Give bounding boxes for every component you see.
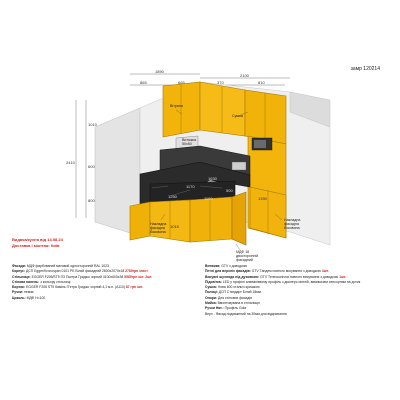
spec-row: Опори: Для стінових фасадів: [205, 296, 395, 301]
dim-height-upper: 1010: [88, 122, 97, 127]
dim-top-right-total: 2100: [240, 73, 249, 78]
callout-left-filler-line: боковина: [150, 230, 166, 234]
dim-counter-3: 1250: [168, 194, 177, 199]
spec-price: 2785грн /лист: [125, 269, 148, 274]
spec-value: Нова 600 сталь/з кришкою: [217, 285, 260, 290]
spec-value: LED у профілі алюмінієвому профіль з дис…: [222, 279, 361, 284]
callout-right-filler: Накладна фасадна боковина: [284, 218, 300, 230]
spec-key: Стільниця:: [12, 274, 31, 279]
dim-top-left-b: 665: [178, 80, 185, 85]
spec-key: Бортик:: [12, 285, 26, 290]
spec-row: Полиці: ДСП Стандарт Білий 18мм: [205, 290, 395, 295]
callout-shelf: Вітрина: [170, 104, 183, 108]
spec-key: Опори:: [205, 295, 218, 300]
spec-row: Петлі для верхніх фасадів: GTV Тандем по…: [205, 269, 395, 274]
callout-right-filler-line: фасадна: [284, 222, 299, 226]
spec-value: ДСП Egger/Kronospan 0101 PE Білий фасадн…: [26, 269, 126, 274]
spec-key: Витяжка:: [205, 264, 221, 268]
spec-row: Ручки Нат.: Профіль Gola: [205, 306, 395, 311]
spec-price: 3шт.: [321, 269, 329, 274]
spec-row: Бортик: EGGER F206 ST9 Камінь П'єтра Гри…: [12, 285, 202, 290]
dim-counter-4: 1190: [204, 196, 213, 201]
dim-height-lower: 800: [88, 198, 95, 203]
callout-dryer: Сушка: [232, 114, 243, 118]
callout-left-filler: Накладна фасадна боковина: [150, 222, 166, 234]
dim-counter-2: 1630: [208, 176, 217, 181]
callout-hood-text: Витяжка 50x50: [182, 138, 197, 146]
callout-hood: Витяжка 50x50: [182, 138, 196, 146]
spec-key: Висувні шухляди під духовкою:: [205, 274, 260, 279]
spec-value: EGGER F206/ST9 ПЗ Пьєтра Гриджо чорний 4…: [31, 274, 125, 279]
dim-top-total-left: 1890: [155, 69, 164, 74]
delivery-place: Доставка і монтаж: Київ: [12, 243, 60, 248]
spec-key: Підсвітка:: [205, 279, 222, 284]
upper-cabinets: [162, 81, 287, 145]
spec-value: немає: [23, 290, 34, 295]
callout-right-filler-line: боковина: [284, 226, 300, 230]
spec-row: Стільниця: EGGER F206/ST9 ПЗ Пьєтра Грид…: [12, 275, 202, 280]
callout-mdf-panel: МДФ 18 двосторонній фасадний: [236, 250, 258, 262]
spec-key: Петлі для верхніх фасадів:: [205, 269, 251, 274]
spec-key: Полиці:: [205, 290, 218, 295]
callout-lines: [160, 109, 283, 251]
spec-value: Вмонтовувана в стільницю: [217, 301, 260, 306]
dim-top-right-b: 810: [258, 80, 265, 85]
callout-left-filler-line: фасадна: [150, 226, 165, 230]
sink: [231, 161, 247, 171]
spec-row: Верх - Фасад подовжений на 30мм для відк…: [205, 312, 395, 317]
spec-value: EGGER F206 ST9 Камінь П'єтра Гриджо чорн…: [26, 285, 126, 290]
spec-value: Верх - Фасад подовжений на 30мм для відк…: [205, 311, 287, 316]
dim-top-left-a: 865: [140, 80, 147, 85]
spec-value: Профіль Gola: [224, 306, 247, 311]
spec-row: Витяжка: GTV з доводкою: [205, 264, 395, 269]
spec-list-left: Фасади: МДФ фарбований матовий односторо…: [12, 264, 202, 301]
mdf-side-panel: [231, 191, 247, 246]
spec-key: Фасади:: [12, 264, 26, 268]
dim-counter-1: 1170: [186, 184, 195, 189]
spec-value: з кольору стільниці: [40, 279, 71, 284]
spec-key: Корпус:: [12, 269, 26, 274]
spec-price: 5585грн /шт. 2шт.: [124, 274, 153, 279]
spec-row: Корпус: ДСП Egger/Kronospan 0101 PE Біли…: [12, 269, 202, 274]
spec-value: GTV Тандем повного висування з доводкою: [251, 269, 322, 274]
spec-row: Висувні шухляди під духовкою: GTV Телеск…: [205, 275, 395, 280]
spec-key: Мийка:: [205, 301, 217, 306]
spec-price: 1шт.: [339, 274, 347, 279]
spec-key: Цоколь:: [12, 295, 26, 300]
dim-panel-b: 1015: [170, 224, 179, 229]
spec-value: ДСП Стандарт Білий 18мм: [218, 290, 261, 295]
spec-row: Фасади: МДФ фарбований матовий односторо…: [12, 264, 202, 269]
spec-value: Для стінових фасадів: [218, 295, 252, 300]
spec-value: МДФ Н=100: [26, 295, 46, 300]
spec-key: Стінова панель:: [12, 279, 40, 284]
spec-key: Сушка:: [205, 285, 217, 290]
callout-right-filler-line: Накладна: [284, 218, 301, 222]
callout-left-filler-line: Накладна: [150, 222, 167, 226]
lower-cabinets: [129, 186, 287, 246]
spec-value: GTV з доводкою: [221, 264, 248, 268]
callout-mdf-panel-line: МДФ 18: [236, 250, 250, 254]
spec-key: Ручки Нат.:: [205, 306, 224, 311]
spec-key: Ручки:: [12, 290, 24, 295]
spec-value: GTV Телескопічна повного висування з дов…: [260, 274, 340, 279]
order-number: замр 120214: [350, 66, 380, 72]
dim-height-total: 2410: [66, 160, 75, 165]
delivery-date: Видача/кухня від 14.08.24: [12, 237, 63, 242]
spec-value: МДФ фарбований матовий односторонній RAL…: [26, 264, 109, 268]
spec-row: Сушка: Нова 600 сталь/з кришкою: [205, 285, 395, 290]
dim-height-mid: 600: [88, 164, 95, 169]
spec-row: Підсвітка: LED у профілі алюмінієвому пр…: [205, 280, 395, 285]
callout-mdf-panel-line: двосторонній: [236, 254, 259, 258]
callout-mdf-panel-line: фасадний: [236, 258, 253, 262]
dim-panel-a: 1390: [258, 196, 267, 201]
spec-row: Стінова панель: з кольору стільниці: [12, 280, 202, 285]
spec-row: Мийка: Вмонтовувана в стільницю: [205, 301, 395, 306]
spec-row: Цоколь: МДФ Н=100: [12, 296, 202, 301]
spec-price: 87 грн /шт.: [125, 285, 144, 290]
dim-top-right-a: 370: [217, 80, 224, 85]
spec-row: Ручки: немає: [12, 290, 202, 295]
dim-counter-5: 500: [226, 188, 233, 193]
